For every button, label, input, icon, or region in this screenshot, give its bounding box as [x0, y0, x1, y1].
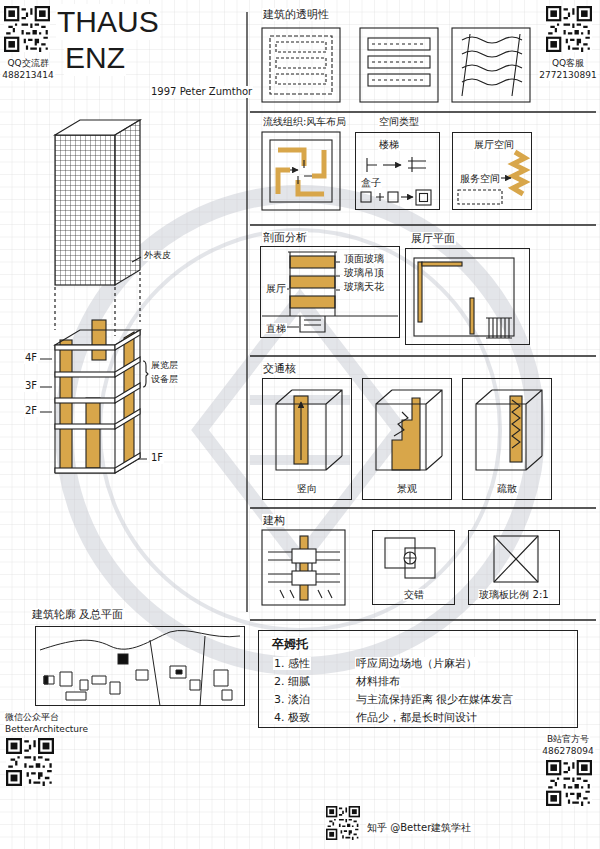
plan-box: 展厅平面 [405, 248, 530, 345]
watermark-text: 488213414 [1, 70, 55, 81]
node-text: 材料排布 [355, 675, 401, 688]
node-text: 展厅空间 [473, 139, 515, 151]
node-text: 交错 [403, 589, 425, 601]
panel-heading: 展厅平面 [410, 232, 456, 245]
skin-axonometric [55, 120, 141, 336]
node-text: 服务空间 [459, 173, 501, 185]
gallery-plan [414, 258, 514, 338]
watermark-text: QQ交流群 [6, 58, 49, 69]
watermark-text: QQ客服 [551, 58, 585, 69]
part-label: 外表皮 [143, 250, 172, 261]
node-text: 4. 极致 [273, 711, 311, 724]
node-text: 疏散 [496, 483, 518, 495]
notes-box: 卒姆托 1. 感性 呼应周边场地（片麻岩） 2. 细腻 材料排布 3. 淡泊 与主流保持距离… [258, 630, 578, 728]
floor-label: 1F [150, 452, 164, 464]
section-box: 顶面玻璃玻璃吊顶玻璃天花 展厅直梯 [260, 246, 400, 338]
core-diagrams [276, 390, 542, 470]
node-text: 盒子 [360, 177, 382, 189]
panel-heading: 卒姆托 [271, 637, 309, 651]
panel-heading: 建筑轮廓 及总平面 [31, 608, 125, 621]
core-box: 疏散 [462, 378, 552, 500]
watermark-text: 知乎 @Better建筑学社 [366, 822, 472, 834]
node-text: 玻璃板比例 2:1 [478, 589, 549, 601]
circulation-diagrams [262, 132, 525, 210]
section-heading: 流线组织:风车布局 [262, 116, 347, 128]
node-text: 与主流保持距离 很少在媒体发言 [355, 693, 515, 706]
section-heading: 建构 [262, 514, 286, 527]
node-text: 1. 感性 [273, 657, 311, 670]
tectonic-box: 交错 [372, 530, 455, 605]
watermark-text: 2772130891 [538, 70, 597, 81]
floors-axonometric [40, 320, 148, 473]
node-text: 玻璃吊顶 [343, 267, 385, 278]
frame-lines [247, 12, 596, 620]
site-plan [40, 630, 240, 706]
site-plan-box: 建筑轮廓 及总平面 [35, 626, 245, 706]
node-text: 竖向 [296, 483, 318, 495]
part-label: 展览层 [150, 360, 179, 371]
space-type-box: 楼梯盒子 [355, 132, 440, 210]
space-type-box: 展厅空间服务空间 [452, 132, 532, 210]
qr-codes [4, 6, 592, 840]
node-text: 玻璃天花 [343, 281, 385, 292]
part-label: 设备层 [150, 374, 179, 385]
node-text: 展厅 [265, 283, 287, 294]
title-text: THAUS [56, 4, 160, 40]
node-text: 顶面玻璃 [343, 253, 385, 264]
floor-label: 4F [24, 352, 38, 364]
watermark-text: 微信公众平台 [4, 712, 60, 723]
watermark-text: BetterArchitecture [4, 724, 89, 735]
node-text: 楼梯 [378, 139, 400, 151]
tectonic-box: 玻璃板比例 2:1 [468, 530, 560, 605]
node-text: 景观 [396, 483, 418, 495]
title-text: ENZ [64, 40, 126, 76]
section-heading: 建筑的透明性 [262, 8, 330, 21]
section-heading: 交通核 [262, 362, 297, 375]
watermark-text: 486278094 [541, 746, 595, 757]
node-text: 呼应周边场地（片麻岩） [355, 657, 478, 670]
transparency-diagrams [262, 28, 530, 102]
node-text: 2. 细腻 [273, 675, 311, 688]
watermark-text: B站官方号 [546, 734, 590, 745]
floor-label: 2F [24, 405, 38, 417]
section-drawing [262, 252, 398, 332]
node-text: 作品少，都是长时间设计 [355, 711, 478, 724]
node-text: 3. 淡泊 [273, 693, 311, 706]
section-heading: 空间类型 [378, 116, 420, 128]
author-note: 1997 Peter Zumthor [150, 86, 253, 98]
section-heading: 剖面分析 [262, 231, 308, 244]
core-box: 景观 [362, 378, 452, 500]
floor-label: 3F [24, 380, 38, 392]
node-text: 直梯 [265, 323, 287, 334]
core-box: 竖向 [262, 378, 352, 500]
